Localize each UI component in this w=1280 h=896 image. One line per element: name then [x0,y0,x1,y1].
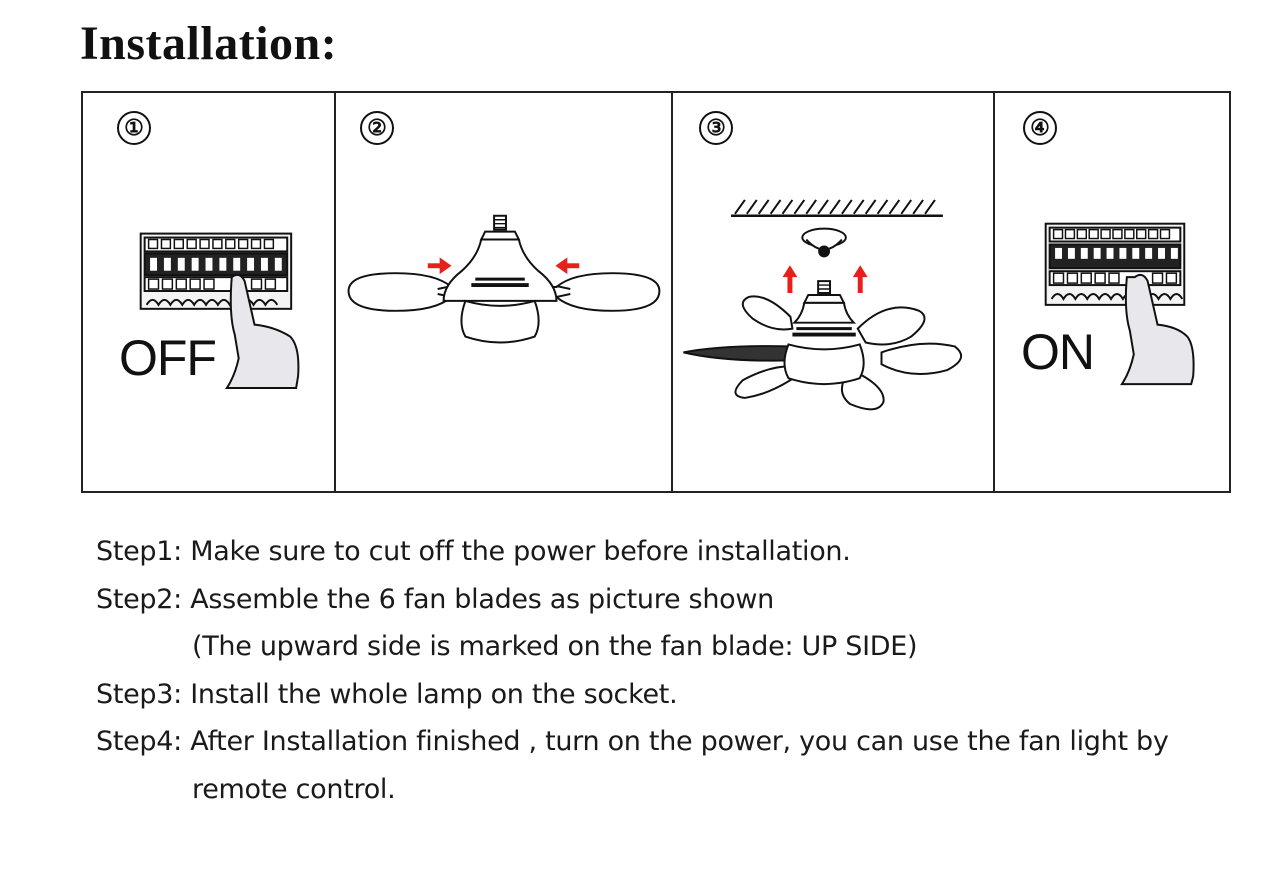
fan-lamp-body-icon [442,214,558,344]
installation-steps: Step1: Make sure to cut off the power be… [96,528,1169,813]
page-title: Installation: [80,17,338,70]
step-4-text: Step4: After Installation finished , tur… [96,726,1169,757]
breaker-on-illustration [1044,222,1195,386]
step-number-3: ③ [699,111,733,145]
hand-icon [224,273,300,390]
on-label: ON [1021,324,1095,380]
breaker-off-illustration [139,232,300,390]
hand-icon [1120,273,1195,386]
right-fan-blade-icon [547,272,661,312]
arrow-right-icon [427,257,452,275]
step-4-continuation: remote control. [192,773,396,805]
step-2-text: Step2: Assemble the 6 fan blades as pict… [96,583,774,615]
arrow-left-icon [555,257,580,275]
step-1-text: Step1: Make sure to cut off the power be… [96,536,851,567]
fan-lamp-assembled-icon [683,280,963,411]
panel-step-1: ① [83,93,336,491]
circuit-breaker-icon [1044,222,1186,306]
arrow-up-right-icon [852,265,868,293]
ceiling-icon [731,199,943,218]
step-number-2: ② [360,111,394,145]
instruction-panels: ① [81,91,1231,493]
circuit-breaker-icon [139,232,293,310]
arrow-up-left-icon [782,265,798,293]
panel-step-4: ④ [995,93,1231,491]
off-label: OFF [119,330,217,386]
step-2-note: (The upward side is marked on the fan bl… [192,631,918,662]
step-3-text: Step3: Install the whole lamp on the soc… [96,678,678,710]
mount-lamp-illustration [683,199,963,411]
left-fan-blade-icon [347,272,461,312]
step-number-1: ① [117,111,151,145]
panel-step-3: ③ [673,93,995,491]
socket-icon [801,227,847,258]
step-number-4: ④ [1023,111,1057,145]
blade-assembly-illustration [347,214,661,344]
panel-step-2: ② [336,93,673,491]
